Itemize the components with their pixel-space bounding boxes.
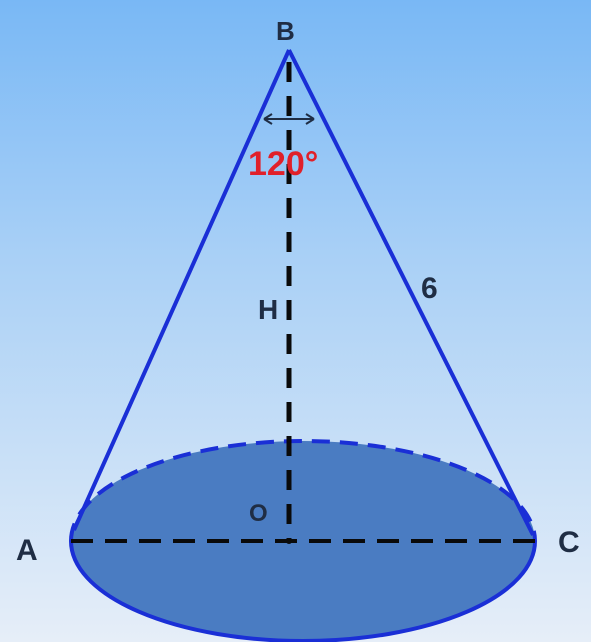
- label-slant-length: 6: [421, 272, 438, 305]
- base-back-arc: [69, 439, 537, 542]
- label-point-c: C: [558, 526, 580, 559]
- base-ellipse: [71, 441, 535, 641]
- label-point-a: A: [16, 534, 38, 567]
- label-center: O: [249, 500, 268, 527]
- label-height: H: [258, 294, 278, 325]
- angle-marker: [263, 113, 315, 125]
- label-apex-angle: 120°: [248, 145, 318, 183]
- center-point: [286, 538, 292, 544]
- slant-edge-left: [72, 49, 291, 531]
- slant-edge-right: [287, 49, 535, 536]
- base-front-arc: [69, 540, 537, 642]
- label-apex: B: [276, 16, 295, 46]
